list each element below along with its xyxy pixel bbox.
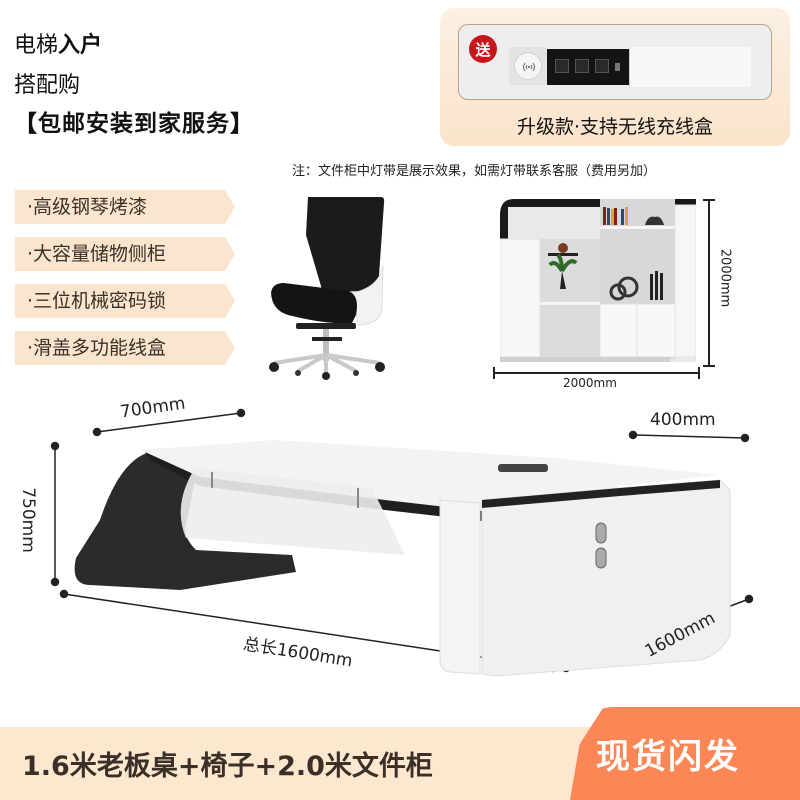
cabinet-height-dimension-line	[703, 199, 715, 367]
bundle-title: 1.6米老板桌+椅子+2.0米文件柜	[22, 751, 433, 782]
headline-elevator: 电梯入户	[14, 35, 102, 57]
side-cabinet-width-label: 400mm	[650, 410, 716, 430]
cabinet-height-label: 2000mm	[717, 248, 733, 308]
power-outlet-icon	[595, 59, 609, 73]
usb-port-icon	[615, 63, 620, 71]
gift-badge: 送	[469, 35, 497, 63]
lighting-note: 注：文件柜中灯带是展示效果，如需灯带联系客服（费用另加）	[292, 164, 657, 179]
gift-promo-card: 送 升级款·支持无线充线盒	[440, 8, 790, 146]
feature-tag: ·滑盖多功能线盒	[15, 331, 235, 365]
cabinet-width-label: 2000mm	[563, 376, 617, 390]
headline-service: 【包邮安装到家服务】	[14, 111, 254, 137]
in-stock-badge-label: 现货闪发	[596, 737, 740, 777]
power-outlet-strip	[547, 49, 629, 85]
headline-elevator-bold: 入户	[58, 33, 103, 58]
desk-height-label: 750mm	[17, 487, 38, 553]
executive-desk-image: 700mm 400mm 750mm 总长1600mm 1600mm	[0, 380, 800, 700]
headline-elevator-regular: 电梯	[14, 33, 59, 58]
power-outlet-icon	[555, 59, 569, 73]
wireless-charger-icon	[509, 47, 547, 85]
headline-bundle: 搭配购	[14, 73, 81, 98]
cabinet-width-dimension-line	[493, 367, 700, 379]
in-stock-badge	[570, 707, 800, 800]
feature-tag: ·三位机械密码锁	[15, 284, 235, 318]
feature-tag: ·大容量储物侧柜	[15, 237, 235, 271]
feature-list: ·高级钢琴烤漆 ·大容量储物侧柜 ·三位机械密码锁 ·滑盖多功能线盒	[15, 190, 235, 378]
feature-tag: ·高级钢琴烤漆	[15, 190, 235, 224]
office-chair-image	[268, 195, 388, 380]
cable-box-image: 送	[458, 24, 772, 100]
gift-promo-caption: 升级款·支持无线充线盒	[516, 116, 714, 138]
file-cabinet-image	[499, 199, 697, 362]
power-outlet-icon	[575, 59, 589, 73]
sliding-cover-panel	[629, 47, 751, 87]
